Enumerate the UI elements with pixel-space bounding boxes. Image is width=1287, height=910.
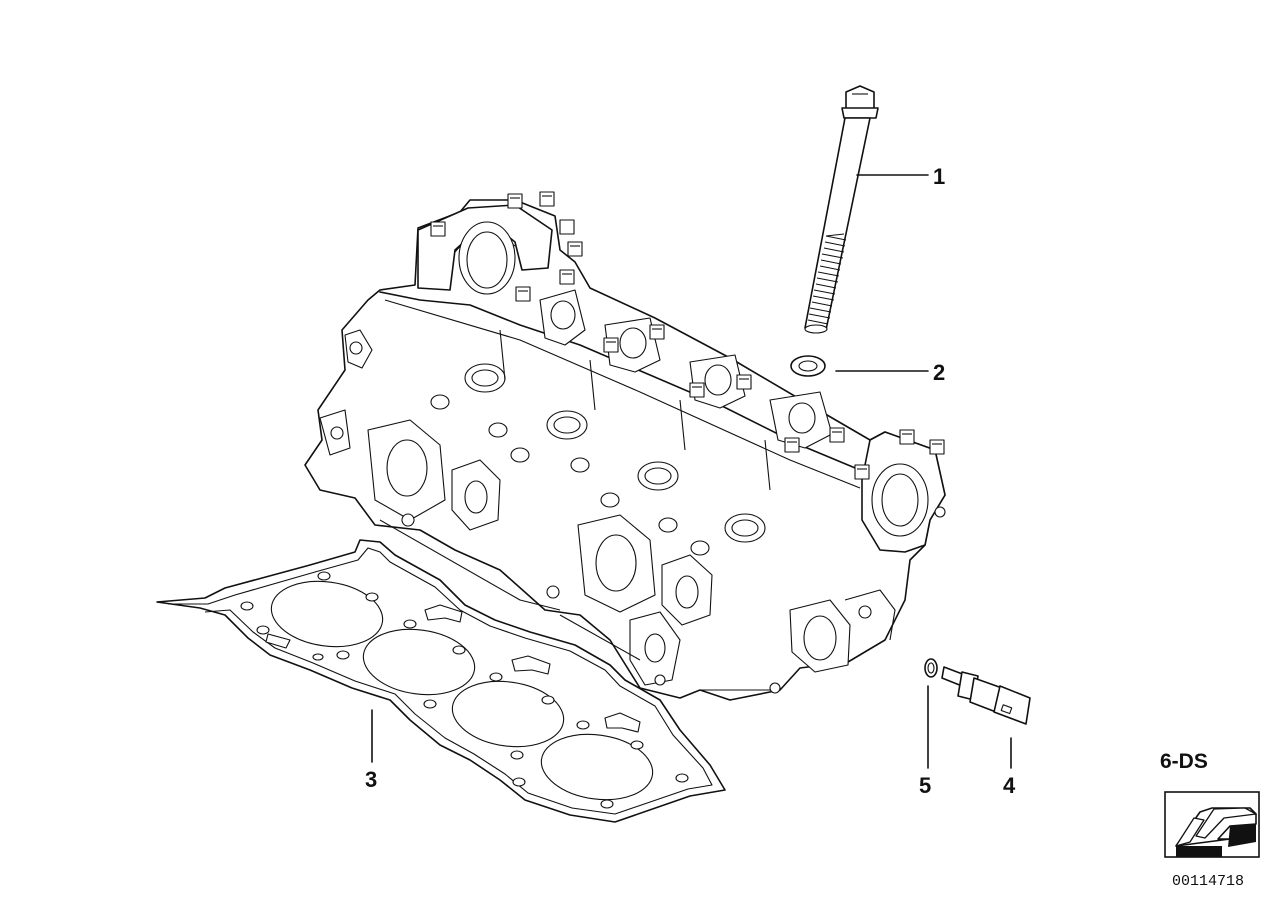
temperature-sensor[interactable] — [941, 666, 1031, 725]
bolt-thread — [807, 235, 847, 325]
callout-3: 3 — [365, 767, 377, 792]
diagram-code: 6-DS — [1160, 750, 1208, 773]
leader-lines — [371, 174, 1012, 769]
callout-4: 4 — [1003, 773, 1016, 798]
cylinder-head — [304, 191, 946, 701]
cylinder-head-bolt[interactable] — [804, 85, 879, 334]
head-bolts — [430, 191, 945, 480]
exhaust-ports — [367, 419, 851, 686]
o-ring[interactable] — [924, 658, 938, 678]
reference-number: 00114718 — [1172, 873, 1244, 890]
cylinder-head-gasket[interactable] — [156, 539, 726, 823]
gasket-holes — [240, 571, 689, 809]
callout-5: 5 — [919, 773, 931, 798]
callout-1: 1 — [933, 164, 945, 189]
callout-2: 2 — [933, 360, 945, 385]
valve-ports — [430, 363, 766, 556]
arrow-back-icon[interactable] — [1164, 791, 1260, 858]
washer[interactable] — [790, 355, 826, 377]
gasket-slots — [265, 604, 641, 733]
callout-numbers: 1 2 3 4 5 — [365, 164, 1016, 798]
gasket-bores — [270, 580, 654, 801]
